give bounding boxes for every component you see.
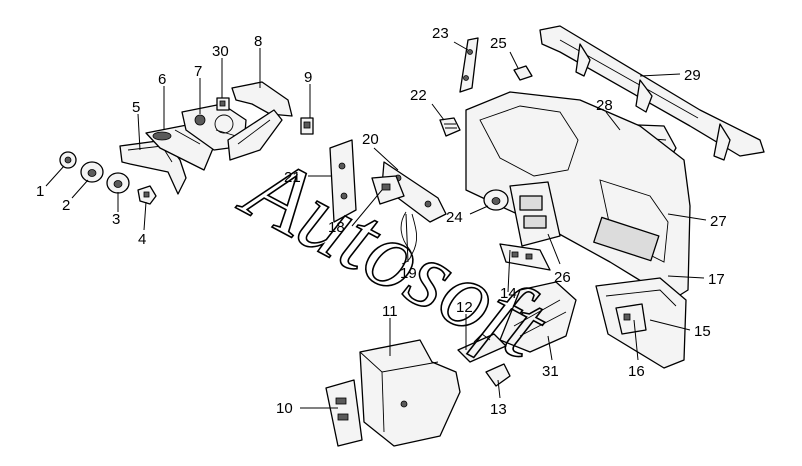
callout-25: 25 bbox=[490, 35, 507, 52]
callout-27: 27 bbox=[710, 213, 727, 230]
callout-29: 29 bbox=[684, 67, 701, 84]
callout-30: 30 bbox=[212, 43, 229, 60]
callout-11: 11 bbox=[382, 303, 398, 320]
callout-21: 21 bbox=[284, 169, 301, 186]
callout-17: 17 bbox=[708, 271, 725, 288]
part-9-switch bbox=[300, 117, 314, 135]
part-30-clip bbox=[216, 97, 230, 111]
callout-5: 5 bbox=[132, 99, 140, 116]
callout-15: 15 bbox=[694, 323, 711, 340]
callout-1: 1 bbox=[36, 183, 44, 200]
part-22-vent bbox=[439, 117, 461, 137]
callout-8: 8 bbox=[254, 33, 262, 50]
callout-6: 6 bbox=[158, 71, 166, 88]
part-14-switch-panel bbox=[499, 243, 551, 271]
part-29-crosscar-beam bbox=[539, 25, 765, 161]
callout-19: 19 bbox=[400, 265, 417, 282]
part-2-knob bbox=[80, 161, 104, 183]
part-12-bracket bbox=[457, 333, 507, 363]
part-26-center-stack bbox=[509, 181, 561, 247]
callout-10: 10 bbox=[276, 400, 293, 417]
callout-3: 3 bbox=[112, 211, 120, 228]
callout-26: 26 bbox=[554, 269, 571, 286]
callout-28: 28 bbox=[596, 97, 613, 114]
callout-13: 13 bbox=[490, 401, 507, 418]
part-1-knob bbox=[59, 151, 77, 169]
part-3-knob bbox=[106, 172, 130, 194]
part-25-clip bbox=[513, 65, 533, 81]
part-16-latch bbox=[615, 303, 647, 335]
leader-lines bbox=[45, 41, 707, 409]
callout-9: 9 bbox=[304, 69, 312, 86]
callout-2: 2 bbox=[62, 197, 70, 214]
callout-7: 7 bbox=[194, 63, 202, 80]
part-8-cluster-housing bbox=[227, 81, 293, 161]
part-11-heater-unit bbox=[359, 339, 461, 447]
callout-23: 23 bbox=[432, 25, 449, 42]
callout-20: 20 bbox=[362, 131, 379, 148]
part-24-knob bbox=[483, 189, 509, 211]
callout-22: 22 bbox=[410, 87, 427, 104]
part-23-bracket bbox=[459, 37, 479, 93]
part-13-bracket bbox=[485, 363, 511, 387]
callout-labels: 1 2 3 4 5 6 7 8 9 10 11 12 13 14 15 16 1… bbox=[36, 25, 727, 418]
callout-24: 24 bbox=[446, 209, 463, 226]
part-21-center-bracket bbox=[329, 139, 357, 223]
callout-4: 4 bbox=[138, 231, 146, 248]
part-4-clip bbox=[137, 185, 157, 205]
callout-12: 12 bbox=[456, 299, 473, 316]
part-10-bracket bbox=[325, 379, 363, 447]
callout-31: 31 bbox=[542, 363, 559, 380]
callout-16: 16 bbox=[628, 363, 645, 380]
callout-14: 14 bbox=[500, 285, 517, 302]
part-19-harness bbox=[400, 211, 418, 265]
callout-18: 18 bbox=[328, 219, 345, 236]
